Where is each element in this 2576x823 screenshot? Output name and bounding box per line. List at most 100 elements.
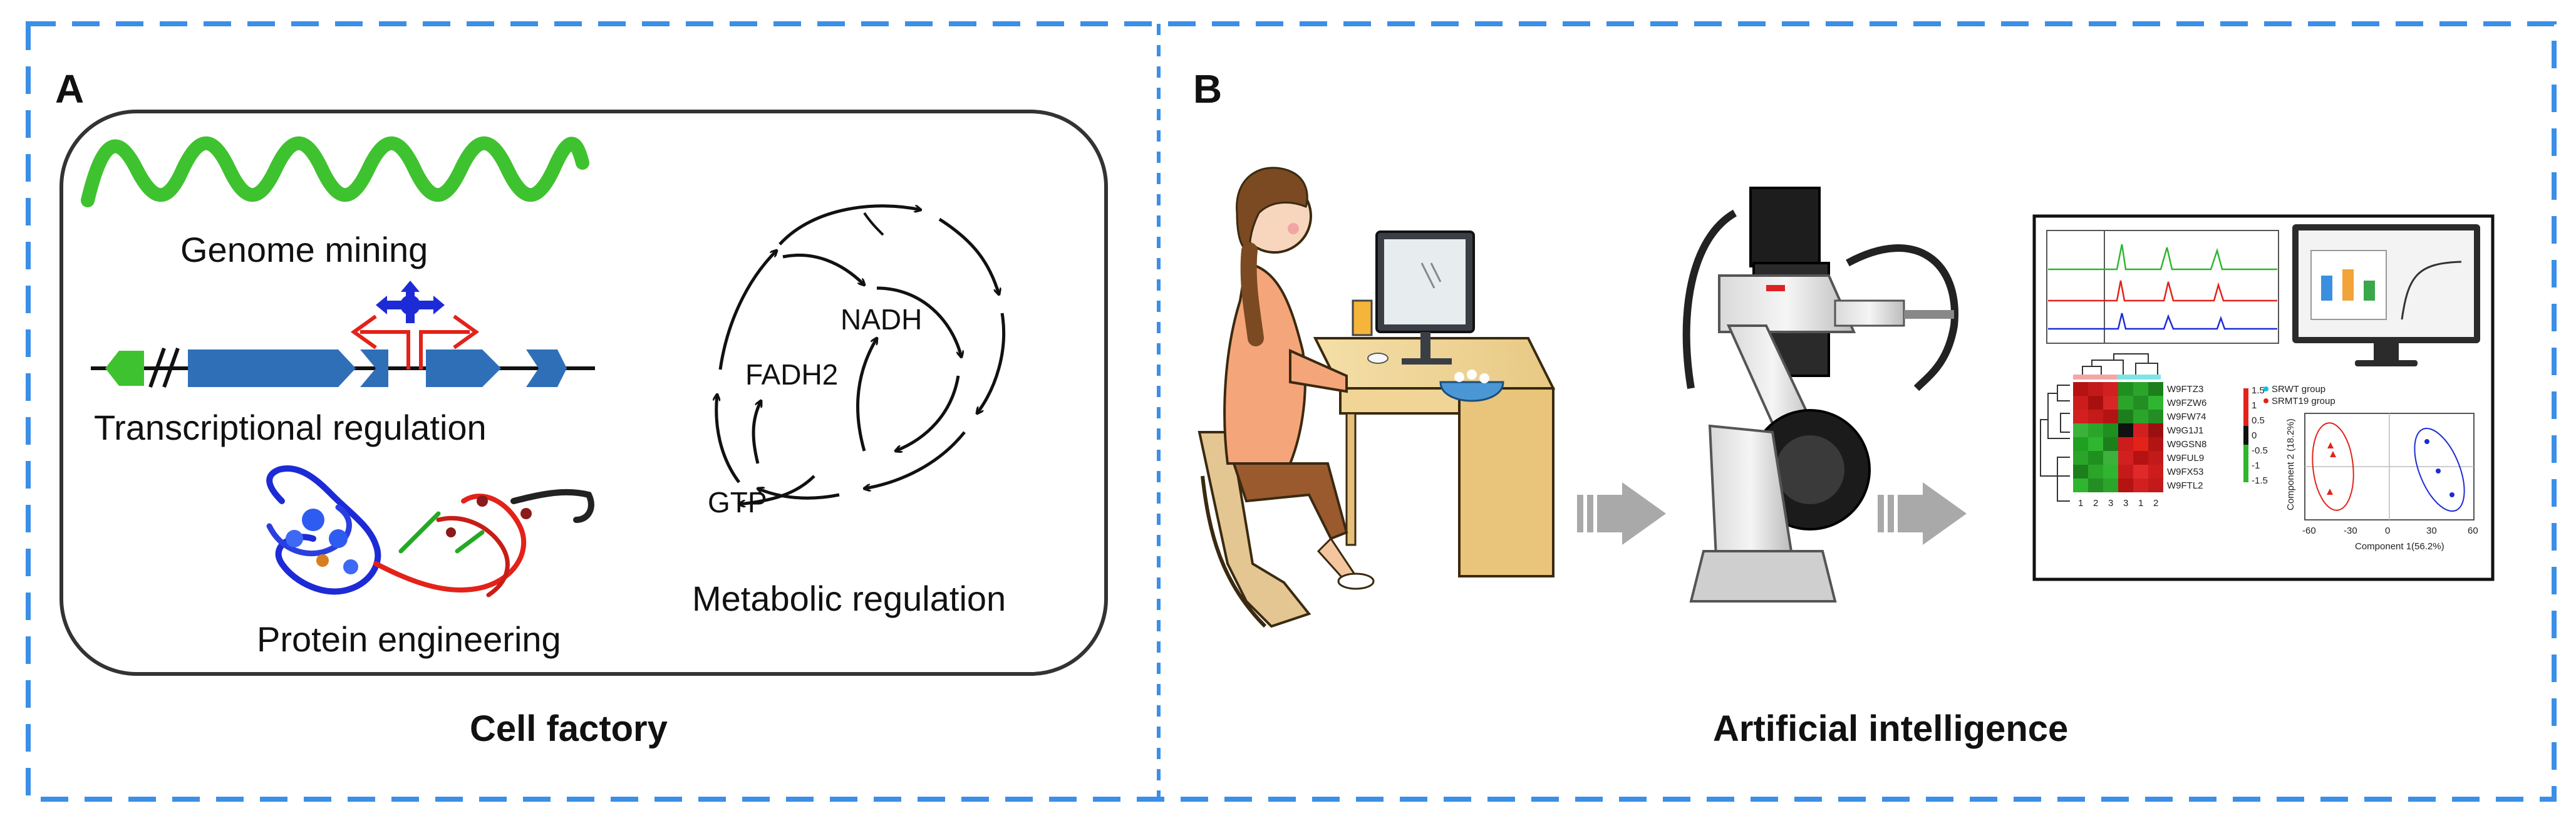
colorbar-tick-label: -1: [2252, 460, 2260, 471]
heatmap-col-label: 3: [2108, 498, 2113, 509]
protein-engineering-label: Protein engineering: [257, 619, 561, 659]
heatmap-col-label: 2: [2093, 498, 2098, 509]
heatmap-cell: [2118, 423, 2133, 437]
heatmap-cell: [2133, 382, 2148, 396]
panel-a-letter: A: [55, 66, 84, 111]
heatmap-grid: [2073, 382, 2163, 492]
heatmap-row-label: W9GSN8: [2167, 439, 2206, 450]
colorbar-tick-label: 1: [2252, 400, 2257, 411]
panel-b-letter: B: [1193, 66, 1222, 111]
heatmap-row-labels: W9FTZ3W9FZW6W9FW74W9G1J1W9GSN8W9FUL9W9FX…: [2167, 384, 2206, 491]
heatmap-row-label: W9FUL9: [2167, 453, 2204, 463]
spectra-plot: [2046, 230, 2279, 344]
heatmap-cell: [2073, 382, 2088, 396]
heatmap-cell: [2118, 382, 2133, 396]
heatmap-row-label: W9FTL2: [2167, 480, 2203, 491]
gene-construct: [91, 281, 595, 388]
heatmap-cell: [2073, 410, 2088, 423]
legend-marker-2: [2263, 398, 2268, 403]
heatmap-cell: [2148, 479, 2163, 492]
heatmap-cell: [2088, 382, 2103, 396]
transcriptional-regulation-label: Transcriptional regulation: [94, 408, 487, 447]
robot-arm-illustration: [1682, 187, 1958, 603]
heatmap-row-label: W9G1J1: [2167, 425, 2203, 436]
heatmap-cell: [2148, 465, 2163, 479]
gene-block-1: [188, 349, 356, 387]
gene-block-4: [526, 349, 567, 387]
flow-arrow-2: [1878, 482, 1967, 545]
heatmap-col-label: 1: [2078, 498, 2083, 509]
colorbar: [2243, 388, 2248, 482]
heatmap-cell: [2133, 479, 2148, 492]
heatmap-cell: [2148, 382, 2163, 396]
pca-x-axis-label: Component 1(56.2%): [2355, 541, 2444, 552]
nadh-label: NADH: [841, 303, 922, 336]
heatmap-cell: [2118, 410, 2133, 423]
pca-y-axis-label: Component 2 (18.2%): [2285, 418, 2296, 510]
fadh2-label: FADH2: [745, 358, 838, 391]
metabolic-regulation-label: Metabolic regulation: [692, 579, 1006, 618]
heatmap-cell: [2148, 437, 2163, 451]
heatmap-row-label: W9FW74: [2167, 412, 2206, 422]
heatmap-row-label: W9FZW6: [2167, 398, 2206, 408]
heatmap-cell: [2133, 451, 2148, 465]
heatmap-cell: [2118, 451, 2133, 465]
legend-label-1: SRWT group: [2272, 384, 2325, 395]
artificial-intelligence-caption: Artificial intelligence: [1713, 708, 2068, 749]
heatmap-cell: [2103, 382, 2118, 396]
heatmap-cell: [2118, 479, 2133, 492]
gene-block-3: [426, 349, 501, 387]
gtp-label: GTP: [708, 486, 767, 519]
heatmap-cell: [2088, 437, 2103, 451]
cell-factory-box: [59, 110, 1108, 676]
heatmap-cell: [2073, 479, 2088, 492]
metabolic-cycle-arrows: [716, 204, 1006, 504]
heatmap-cell: [2088, 423, 2103, 437]
heatmap-cell: [2133, 423, 2148, 437]
heatmap-cell: [2088, 410, 2103, 423]
heatmap-cell: [2118, 396, 2133, 410]
pca-x-tick-label: 30: [2426, 525, 2437, 536]
analysis-panel: W9FTZ3W9FZW6W9FW74W9G1J1W9GSN8W9FUL9W9FX…: [2032, 214, 2495, 581]
heatmap-cell: [2088, 396, 2103, 410]
heatmap-cell: [2103, 423, 2118, 437]
green-marker-gene: [105, 351, 144, 386]
promoter-arrow: [350, 314, 480, 370]
activator-cross: [376, 281, 445, 323]
heatmap-cell: [2073, 437, 2088, 451]
heatmap-col-label: 1: [2138, 498, 2143, 509]
flow-arrow-1: [1577, 482, 1666, 545]
heatmap-cell: [2118, 437, 2133, 451]
heatmap-cell: [2103, 451, 2118, 465]
pca-x-tick-label: 0: [2385, 525, 2390, 536]
heatmap-cell: [2148, 423, 2163, 437]
heatmap-dendrogram: [2040, 353, 2158, 502]
colorbar-tick-label: 1.5: [2252, 385, 2265, 396]
heatmap-cell: [2103, 437, 2118, 451]
pca-x-tick-label: 60: [2468, 525, 2478, 536]
heatmap-cell: [2133, 437, 2148, 451]
heatmap-row-label: W9FTZ3: [2167, 384, 2203, 395]
legend-label-2: SRMT19 group: [2272, 396, 2335, 406]
heatmap-cell: [2103, 465, 2118, 479]
heatmap-cell: [2073, 451, 2088, 465]
heatmap-cell: [2148, 410, 2163, 423]
cell-factory-caption: Cell factory: [470, 708, 668, 749]
colorbar-tick-label: -1.5: [2252, 475, 2268, 486]
heatmap-cell: [2133, 396, 2148, 410]
colorbar-tick-label: -0.5: [2252, 445, 2268, 456]
colorbar-tick-label: 0: [2252, 430, 2257, 441]
colorbar-ticks: 1.510.50-0.5-1-1.5: [2252, 385, 2268, 486]
heatmap-cell: [2088, 451, 2103, 465]
pca-x-tick-label: -30: [2344, 525, 2357, 536]
heatmap-cell: [2148, 451, 2163, 465]
heatmap-cell: [2103, 396, 2118, 410]
genome-mining-label: Genome mining: [180, 230, 428, 269]
heatmap-cell: [2118, 465, 2133, 479]
heatmap-cell: [2133, 465, 2148, 479]
heatmap-cell: [2088, 479, 2103, 492]
